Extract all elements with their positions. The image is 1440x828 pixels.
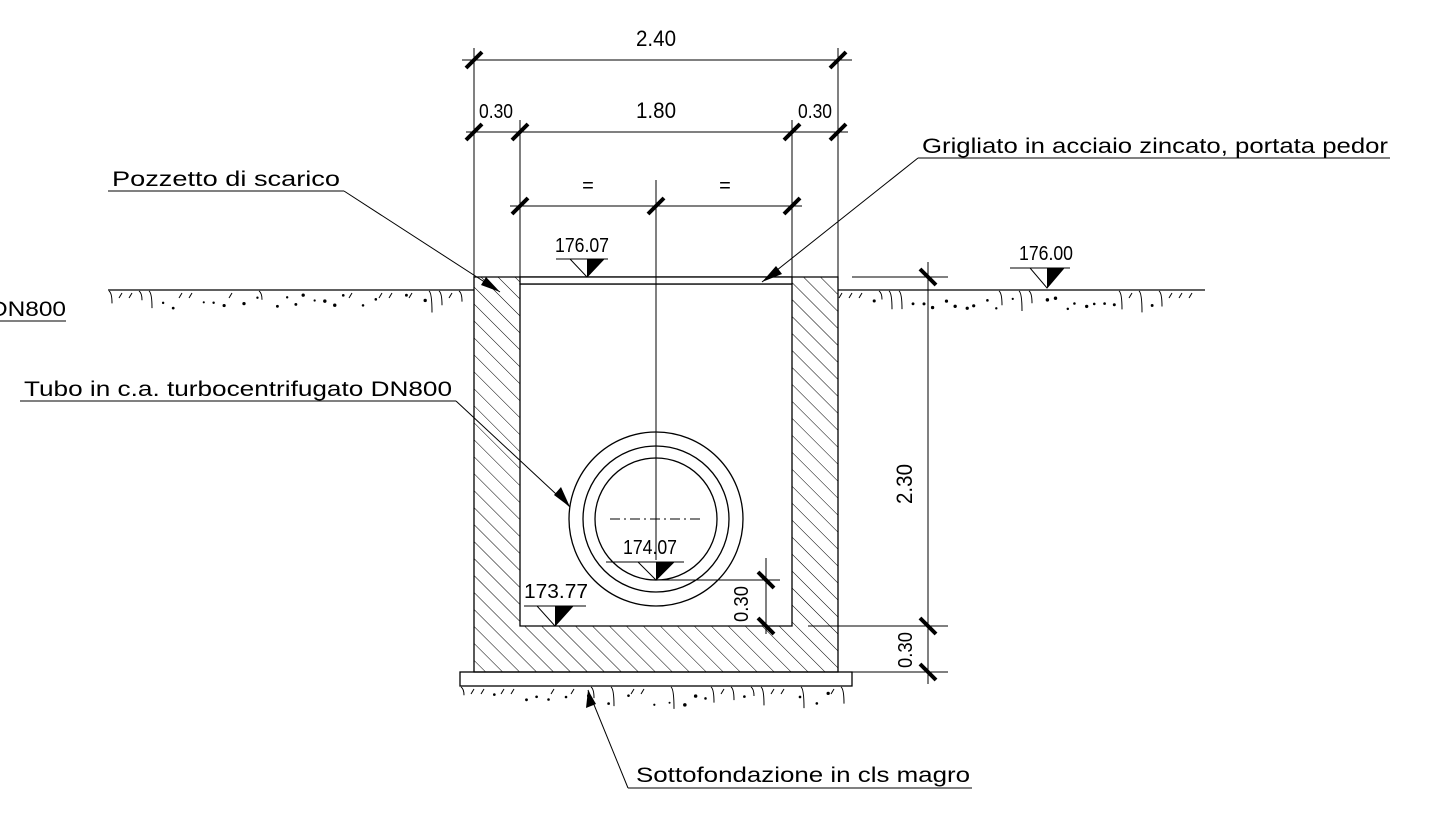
label-pipe-cut: DN800 bbox=[0, 298, 66, 321]
elevation-marker-chamber-bottom bbox=[524, 605, 586, 627]
label-grating: Grigliato in acciaio zincato, portata pe… bbox=[922, 135, 1388, 158]
leader-pipe bbox=[20, 400, 571, 508]
dimension-overall-width-value: 2.40 bbox=[636, 26, 676, 51]
dimension-height bbox=[808, 262, 948, 684]
dimension-wall-left-value: 0.30 bbox=[479, 101, 513, 123]
dimension-walls-row bbox=[464, 120, 848, 277]
leader-grating bbox=[761, 157, 1390, 283]
dimension-pipe-offset bbox=[656, 558, 780, 636]
elevation-marker-pipe-invert bbox=[606, 561, 684, 581]
elevation-marker-ground bbox=[1010, 267, 1070, 289]
elevation-marker-grating bbox=[556, 258, 608, 278]
elevation-ground-value: 176.00 bbox=[1019, 243, 1073, 265]
leader-foundation bbox=[586, 689, 972, 789]
dimension-overall-width bbox=[462, 48, 852, 277]
dimension-pipe-offset-value: 0.30 bbox=[731, 586, 753, 622]
dimension-equal-right: = bbox=[719, 175, 731, 197]
label-foundation: Sottofondazione in cls magro bbox=[636, 764, 970, 787]
dimension-height-value: 2.30 bbox=[892, 464, 917, 504]
dimension-wall-right-value: 0.30 bbox=[798, 101, 832, 123]
label-manhole: Pozzetto di scarico bbox=[112, 168, 340, 191]
leader-manhole bbox=[108, 190, 501, 293]
elevation-chamber-bottom-value: 173.77 bbox=[524, 581, 588, 603]
label-pipe: Tubo in c.a. turbocentrifugato DN800 bbox=[24, 378, 452, 401]
soil-texture-bottom bbox=[460, 686, 845, 709]
foundation-slab bbox=[459, 671, 853, 687]
elevation-pipe-invert-value: 174.07 bbox=[623, 537, 677, 559]
dimension-inner-width-value: 1.80 bbox=[636, 98, 676, 123]
elevation-grating-value: 176.07 bbox=[555, 235, 609, 257]
dimension-base-value: 0.30 bbox=[895, 632, 917, 668]
soil-texture-left bbox=[108, 290, 463, 313]
soil-texture-right bbox=[838, 290, 1193, 313]
dimension-equal-left: = bbox=[582, 175, 594, 197]
dimension-equal-row bbox=[510, 196, 802, 216]
